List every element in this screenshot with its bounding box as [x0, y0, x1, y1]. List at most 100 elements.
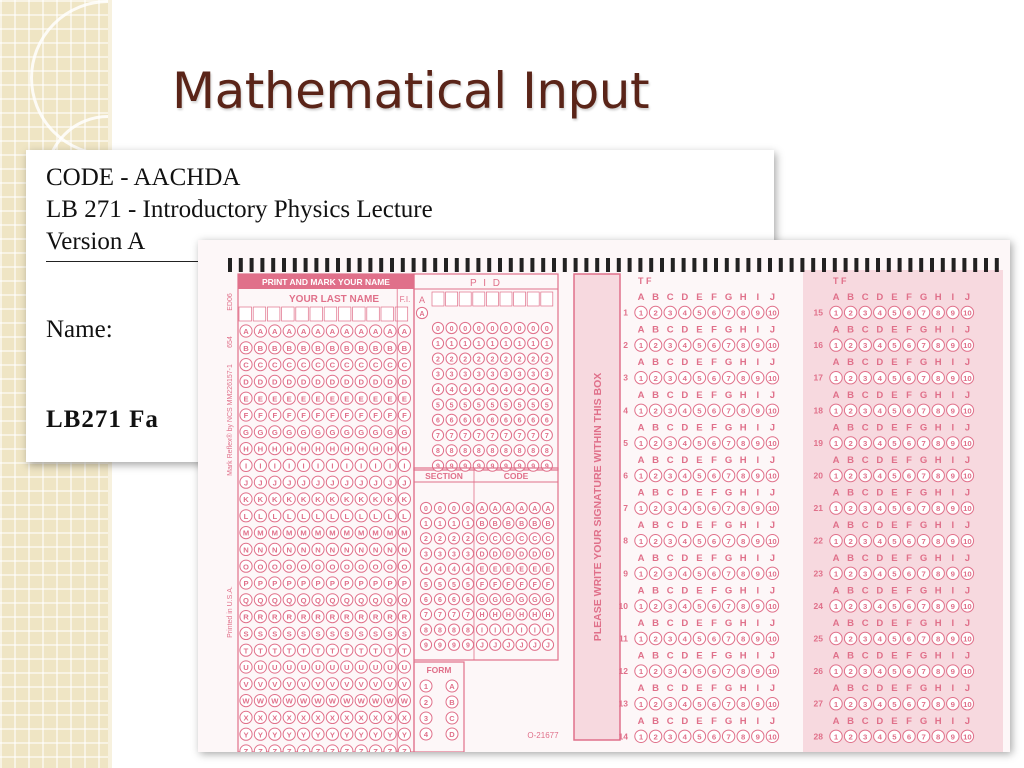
bubble-label: 5	[477, 402, 481, 409]
answer-column-letter: D	[876, 292, 883, 303]
answer-bubble	[873, 534, 887, 548]
answer-bubble	[765, 599, 780, 613]
name-letter-bubble	[253, 660, 268, 674]
last-name-label: YOUR LAST NAME	[289, 294, 379, 305]
answer-bubble	[887, 697, 902, 711]
answer-bubble	[707, 468, 721, 483]
bubble-label: U	[373, 663, 379, 672]
bubble-label: 4	[683, 439, 688, 448]
bubble-label: 1	[466, 521, 470, 528]
bubble-label: 5	[697, 537, 702, 546]
bubble-label: 10	[768, 635, 777, 644]
answer-column-letter: H	[935, 292, 942, 303]
bubble-label: 10	[768, 504, 777, 513]
name-letter-bubble	[354, 660, 368, 674]
pid-digit-bubble	[527, 398, 540, 411]
bubble-label: F	[402, 411, 407, 420]
bubble-label: B	[532, 521, 537, 528]
timing-mark	[973, 258, 978, 272]
answer-bubble	[960, 468, 975, 483]
bubble-label: A	[479, 506, 484, 513]
code-letter-bubble	[475, 547, 489, 560]
answer-bubble	[648, 501, 663, 515]
name-letter-bubble	[253, 643, 268, 657]
answer-column-letter: C	[667, 553, 674, 564]
answer-bubble	[634, 338, 648, 352]
bubble-label: 0	[424, 506, 428, 513]
bubble-label: R	[258, 613, 264, 622]
bubble-label: J	[520, 643, 524, 650]
timing-mark	[714, 258, 718, 272]
answer-bubble	[736, 436, 750, 450]
bubble-label: 5	[463, 402, 467, 409]
question-number: 22	[814, 536, 824, 546]
name-letter-bubble	[253, 341, 268, 355]
bubble-label: P	[301, 579, 306, 588]
pid-digit-bubble	[445, 383, 458, 396]
timing-mark	[508, 258, 513, 272]
answer-column-letter: C	[667, 618, 674, 629]
answer-bubble	[721, 305, 736, 320]
bubble-label: H	[479, 612, 484, 619]
answer-column-letter: D	[681, 618, 688, 629]
answer-column-letter: D	[681, 553, 688, 564]
question-number: 2	[623, 340, 628, 350]
name-letter-bubble	[282, 442, 296, 456]
timing-mark	[865, 258, 870, 272]
bubble-label: G	[344, 428, 350, 437]
decorative-swirl	[30, 0, 186, 156]
bubble-label: H	[519, 612, 524, 619]
bubble-label: M	[387, 529, 393, 538]
answer-column-letter: A	[638, 488, 645, 499]
bubble-label: 1	[639, 537, 644, 546]
answer-column-letter: F	[906, 325, 912, 336]
bubble-label: 3	[436, 372, 440, 379]
bubble-label: 9	[450, 464, 454, 471]
answer-column-letter: C	[862, 618, 869, 629]
bubble-label: 3	[863, 732, 868, 741]
bubble-label: D	[532, 551, 537, 558]
bubble-label: M	[315, 529, 321, 538]
name-letter-bubble	[383, 358, 397, 372]
bubble-label: F	[533, 582, 538, 589]
timing-mark	[800, 258, 805, 272]
bubble-label: 5	[892, 309, 897, 318]
timing-mark	[530, 258, 535, 272]
bubble-label: 9	[504, 464, 508, 471]
answer-bubble	[678, 631, 692, 646]
name-letter-bubble	[297, 391, 311, 405]
bubble-label: Z	[316, 747, 321, 752]
bubble-label: 4	[878, 439, 883, 448]
name-letter-bubble	[354, 677, 368, 691]
answer-column-letter: A	[638, 520, 645, 531]
bubble-label: Z	[287, 747, 292, 752]
name-letter-bubble	[354, 526, 368, 540]
name-letter-bubble	[397, 341, 411, 355]
answer-bubble	[887, 729, 902, 743]
answer-column-letter: E	[696, 325, 702, 336]
answer-column-letter: F	[906, 357, 912, 368]
bubble-label: 8	[741, 341, 746, 350]
answer-bubble	[678, 436, 692, 450]
bubble-label: A	[532, 506, 537, 513]
answer-bubble	[736, 338, 750, 352]
bubble-label: 8	[463, 448, 467, 455]
timing-mark	[724, 258, 729, 272]
bubble-label: I	[360, 461, 362, 470]
bubble-label: 4	[878, 732, 883, 741]
answer-column-letter: H	[935, 618, 942, 629]
name-letter-bubble	[282, 374, 296, 388]
bubble-label: Z	[388, 747, 393, 752]
answer-column-letter: I	[756, 585, 759, 596]
answer-column-letter: C	[667, 585, 674, 596]
name-letter-bubble	[325, 576, 339, 590]
bubble-label: 1	[639, 406, 644, 415]
pid-digit-bubble	[513, 413, 526, 426]
bubble-label: H	[286, 445, 292, 454]
bubble-label: 4	[463, 387, 467, 394]
name-letter-bubble	[282, 425, 296, 439]
bubble-label: 3	[863, 700, 868, 709]
code-letter-bubble	[528, 623, 541, 636]
answer-column-letter: G	[725, 520, 732, 531]
